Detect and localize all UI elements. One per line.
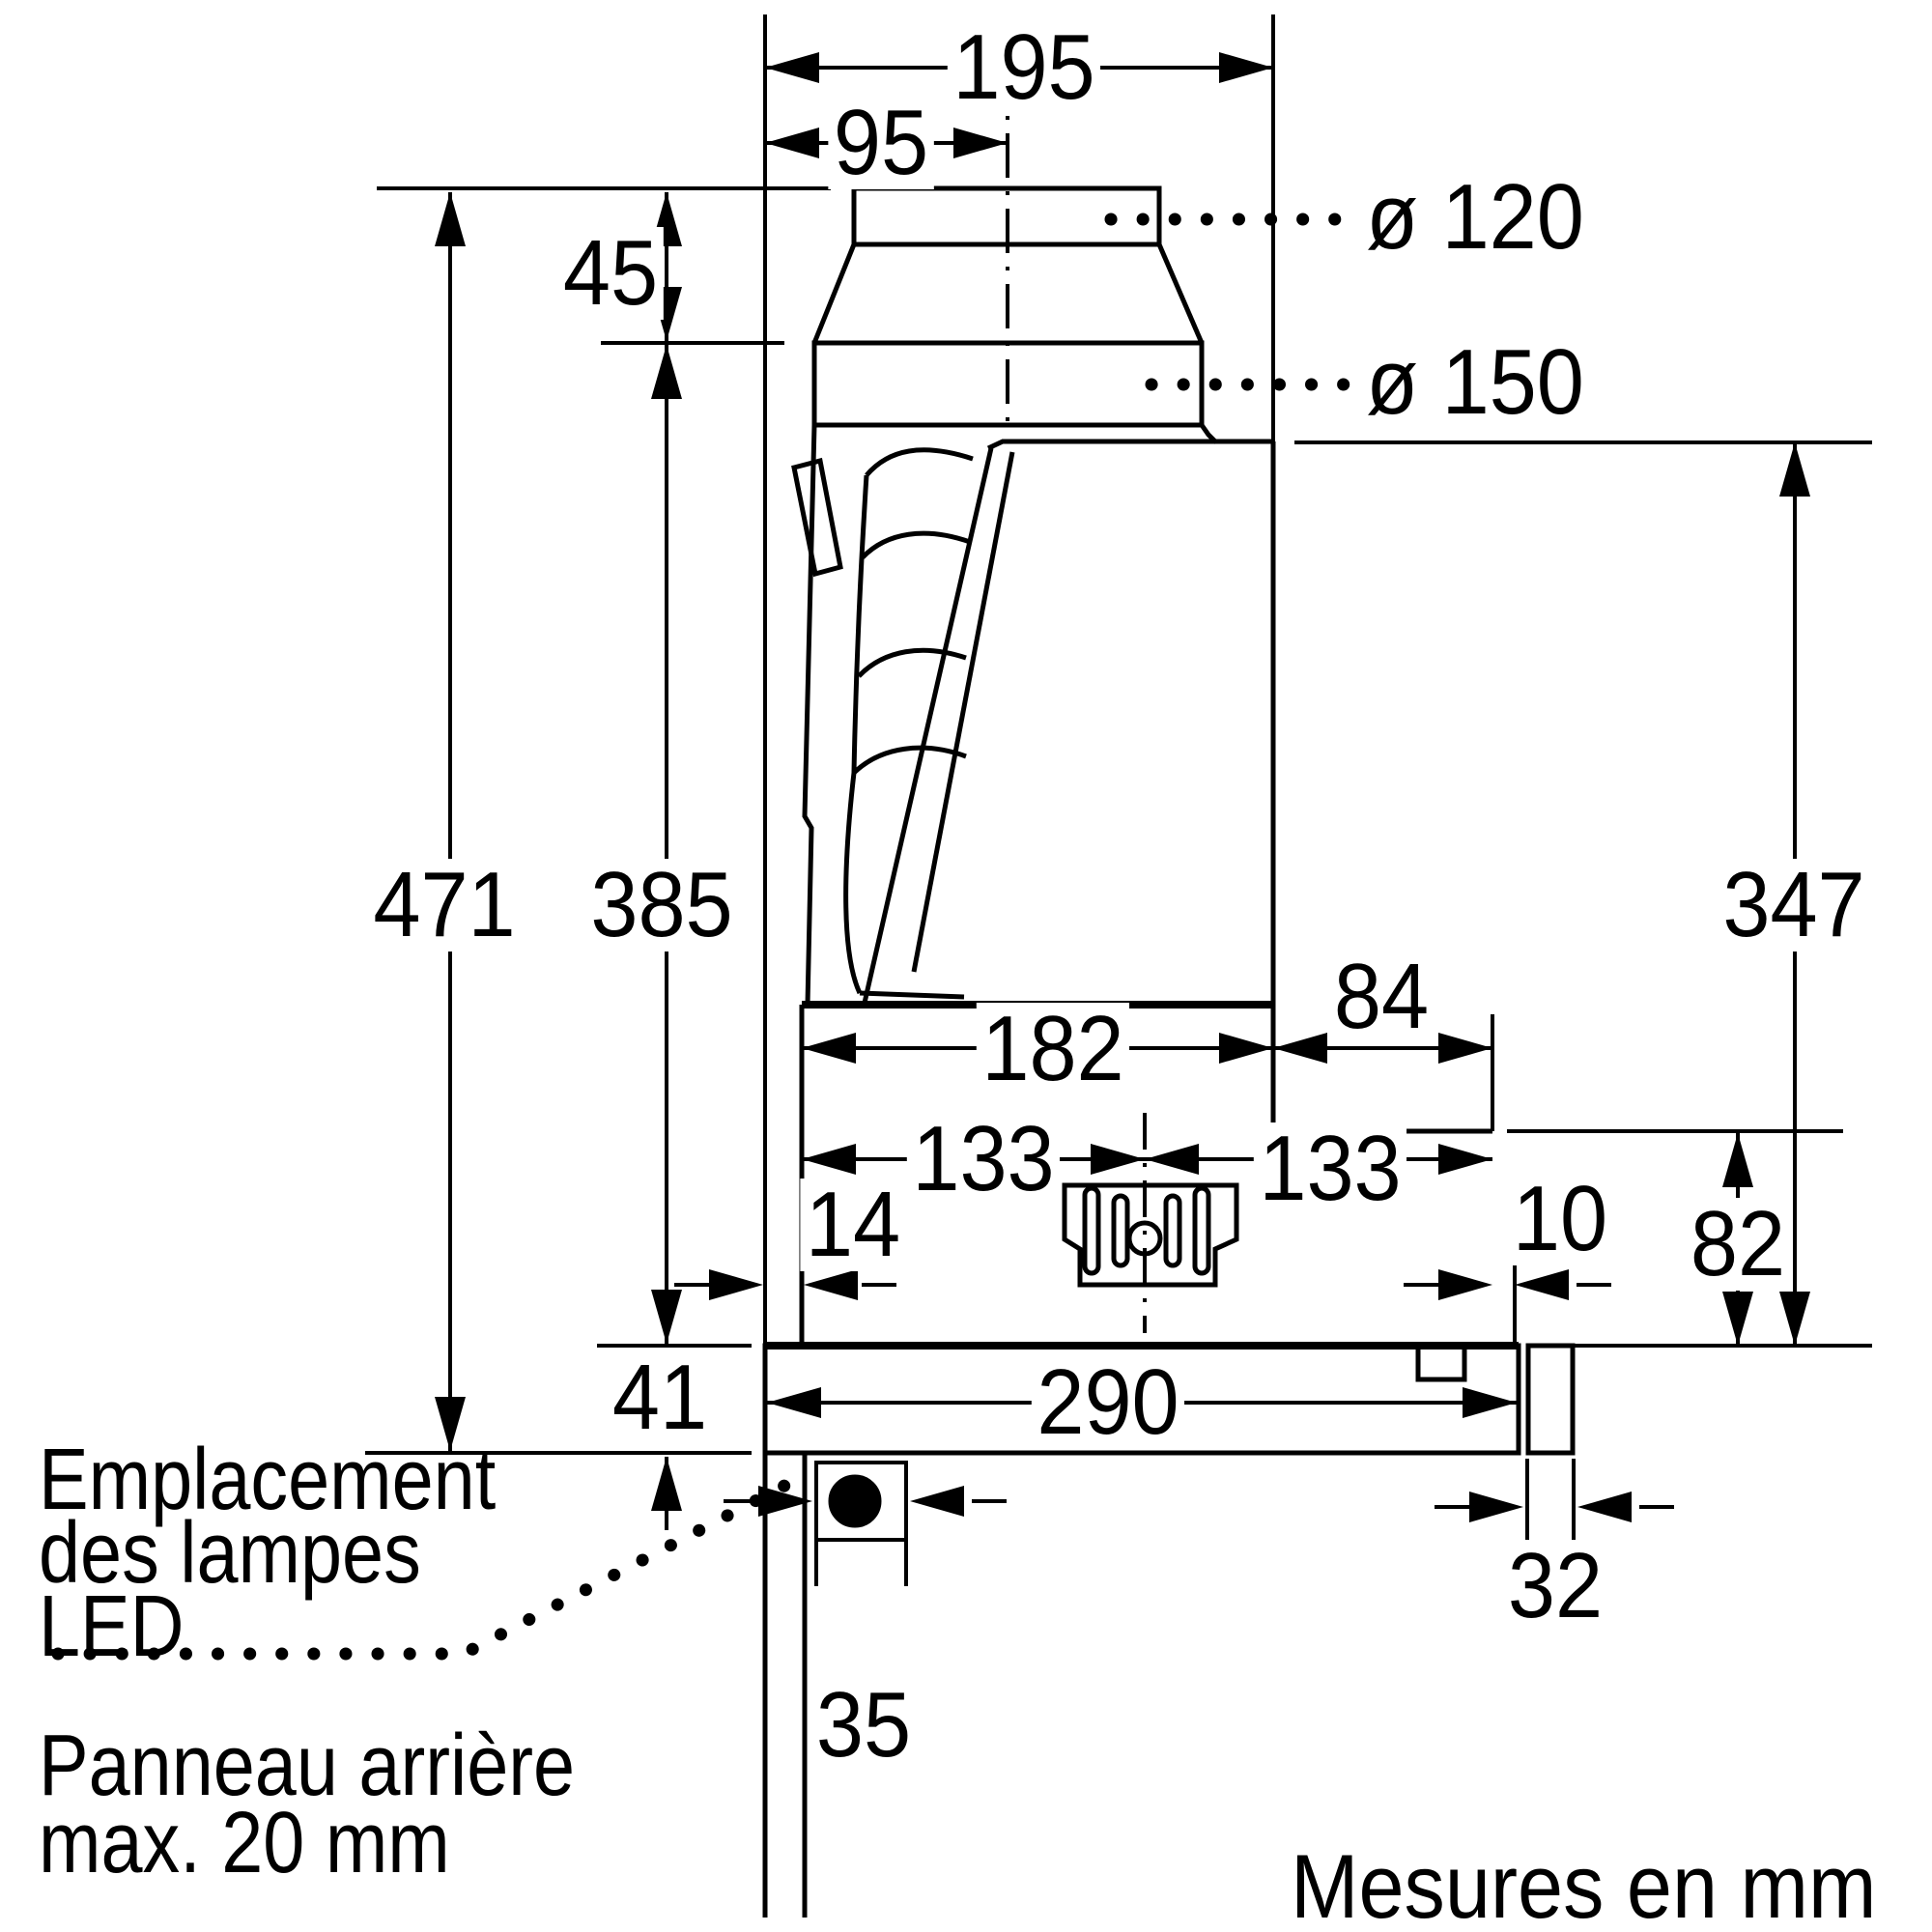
dim-133-left-label: 133 bbox=[906, 1113, 1061, 1206]
dim-347-label: 347 bbox=[1717, 859, 1871, 952]
blower-detail bbox=[791, 447, 1015, 1000]
dia-150-label: ø 150 bbox=[1360, 336, 1590, 429]
motor-symbol bbox=[1062, 1182, 1239, 1288]
led-marker bbox=[814, 1461, 908, 1586]
dim-14-line bbox=[674, 1269, 896, 1300]
led-location-line1: Emplacement bbox=[39, 1432, 497, 1528]
dim-385-label: 385 bbox=[584, 859, 739, 952]
led-location-line3: LED bbox=[39, 1578, 185, 1675]
dim-95-label: 95 bbox=[828, 97, 934, 189]
dim-35-label: 35 bbox=[810, 1679, 917, 1772]
visor-outline bbox=[762, 1342, 1521, 1456]
rear-panel-lines bbox=[762, 1453, 808, 1918]
rear-panel-label: Panneau arrière max. 20 mm bbox=[39, 1718, 576, 1891]
rear-panel-line1: Panneau arrière bbox=[39, 1718, 576, 1814]
dim-471-line bbox=[435, 192, 466, 1451]
dim-182-label: 182 bbox=[976, 1003, 1130, 1095]
dim-84-line bbox=[1273, 1033, 1492, 1064]
dim-133-right-label: 133 bbox=[1253, 1122, 1407, 1215]
dim-32-label: 32 bbox=[1502, 1540, 1608, 1633]
dia-120-label: ø 120 bbox=[1360, 171, 1590, 264]
led-location-line2: des lampes bbox=[39, 1505, 421, 1602]
dim-35-line bbox=[724, 1486, 1007, 1517]
duct-outline bbox=[802, 185, 1218, 1006]
dim-14-label: 14 bbox=[800, 1179, 906, 1271]
extension-lines bbox=[365, 14, 1872, 1542]
visor-end-cap bbox=[1525, 1343, 1576, 1456]
dim-290-label: 290 bbox=[1031, 1356, 1185, 1449]
dim-82-label: 82 bbox=[1685, 1198, 1791, 1291]
dim-32-line bbox=[1435, 1492, 1674, 1522]
dim-10-label: 10 bbox=[1507, 1173, 1613, 1265]
dim-471-label: 471 bbox=[367, 859, 522, 952]
led-location-label: Emplacement des lampes LED bbox=[39, 1432, 497, 1675]
dim-84-label: 84 bbox=[1328, 951, 1435, 1043]
units-note: Mesures en mm bbox=[1291, 1835, 1877, 1932]
dim-45-label: 45 bbox=[557, 227, 664, 320]
dim-10-line bbox=[1404, 1269, 1611, 1300]
dim-195-label: 195 bbox=[947, 21, 1101, 114]
rear-panel-line2: max. 20 mm bbox=[39, 1795, 450, 1891]
dim-41-line bbox=[651, 1457, 682, 1530]
dim-385-line bbox=[651, 345, 682, 1344]
rail-tab bbox=[1415, 1346, 1467, 1382]
dim-41-label: 41 bbox=[607, 1351, 713, 1444]
